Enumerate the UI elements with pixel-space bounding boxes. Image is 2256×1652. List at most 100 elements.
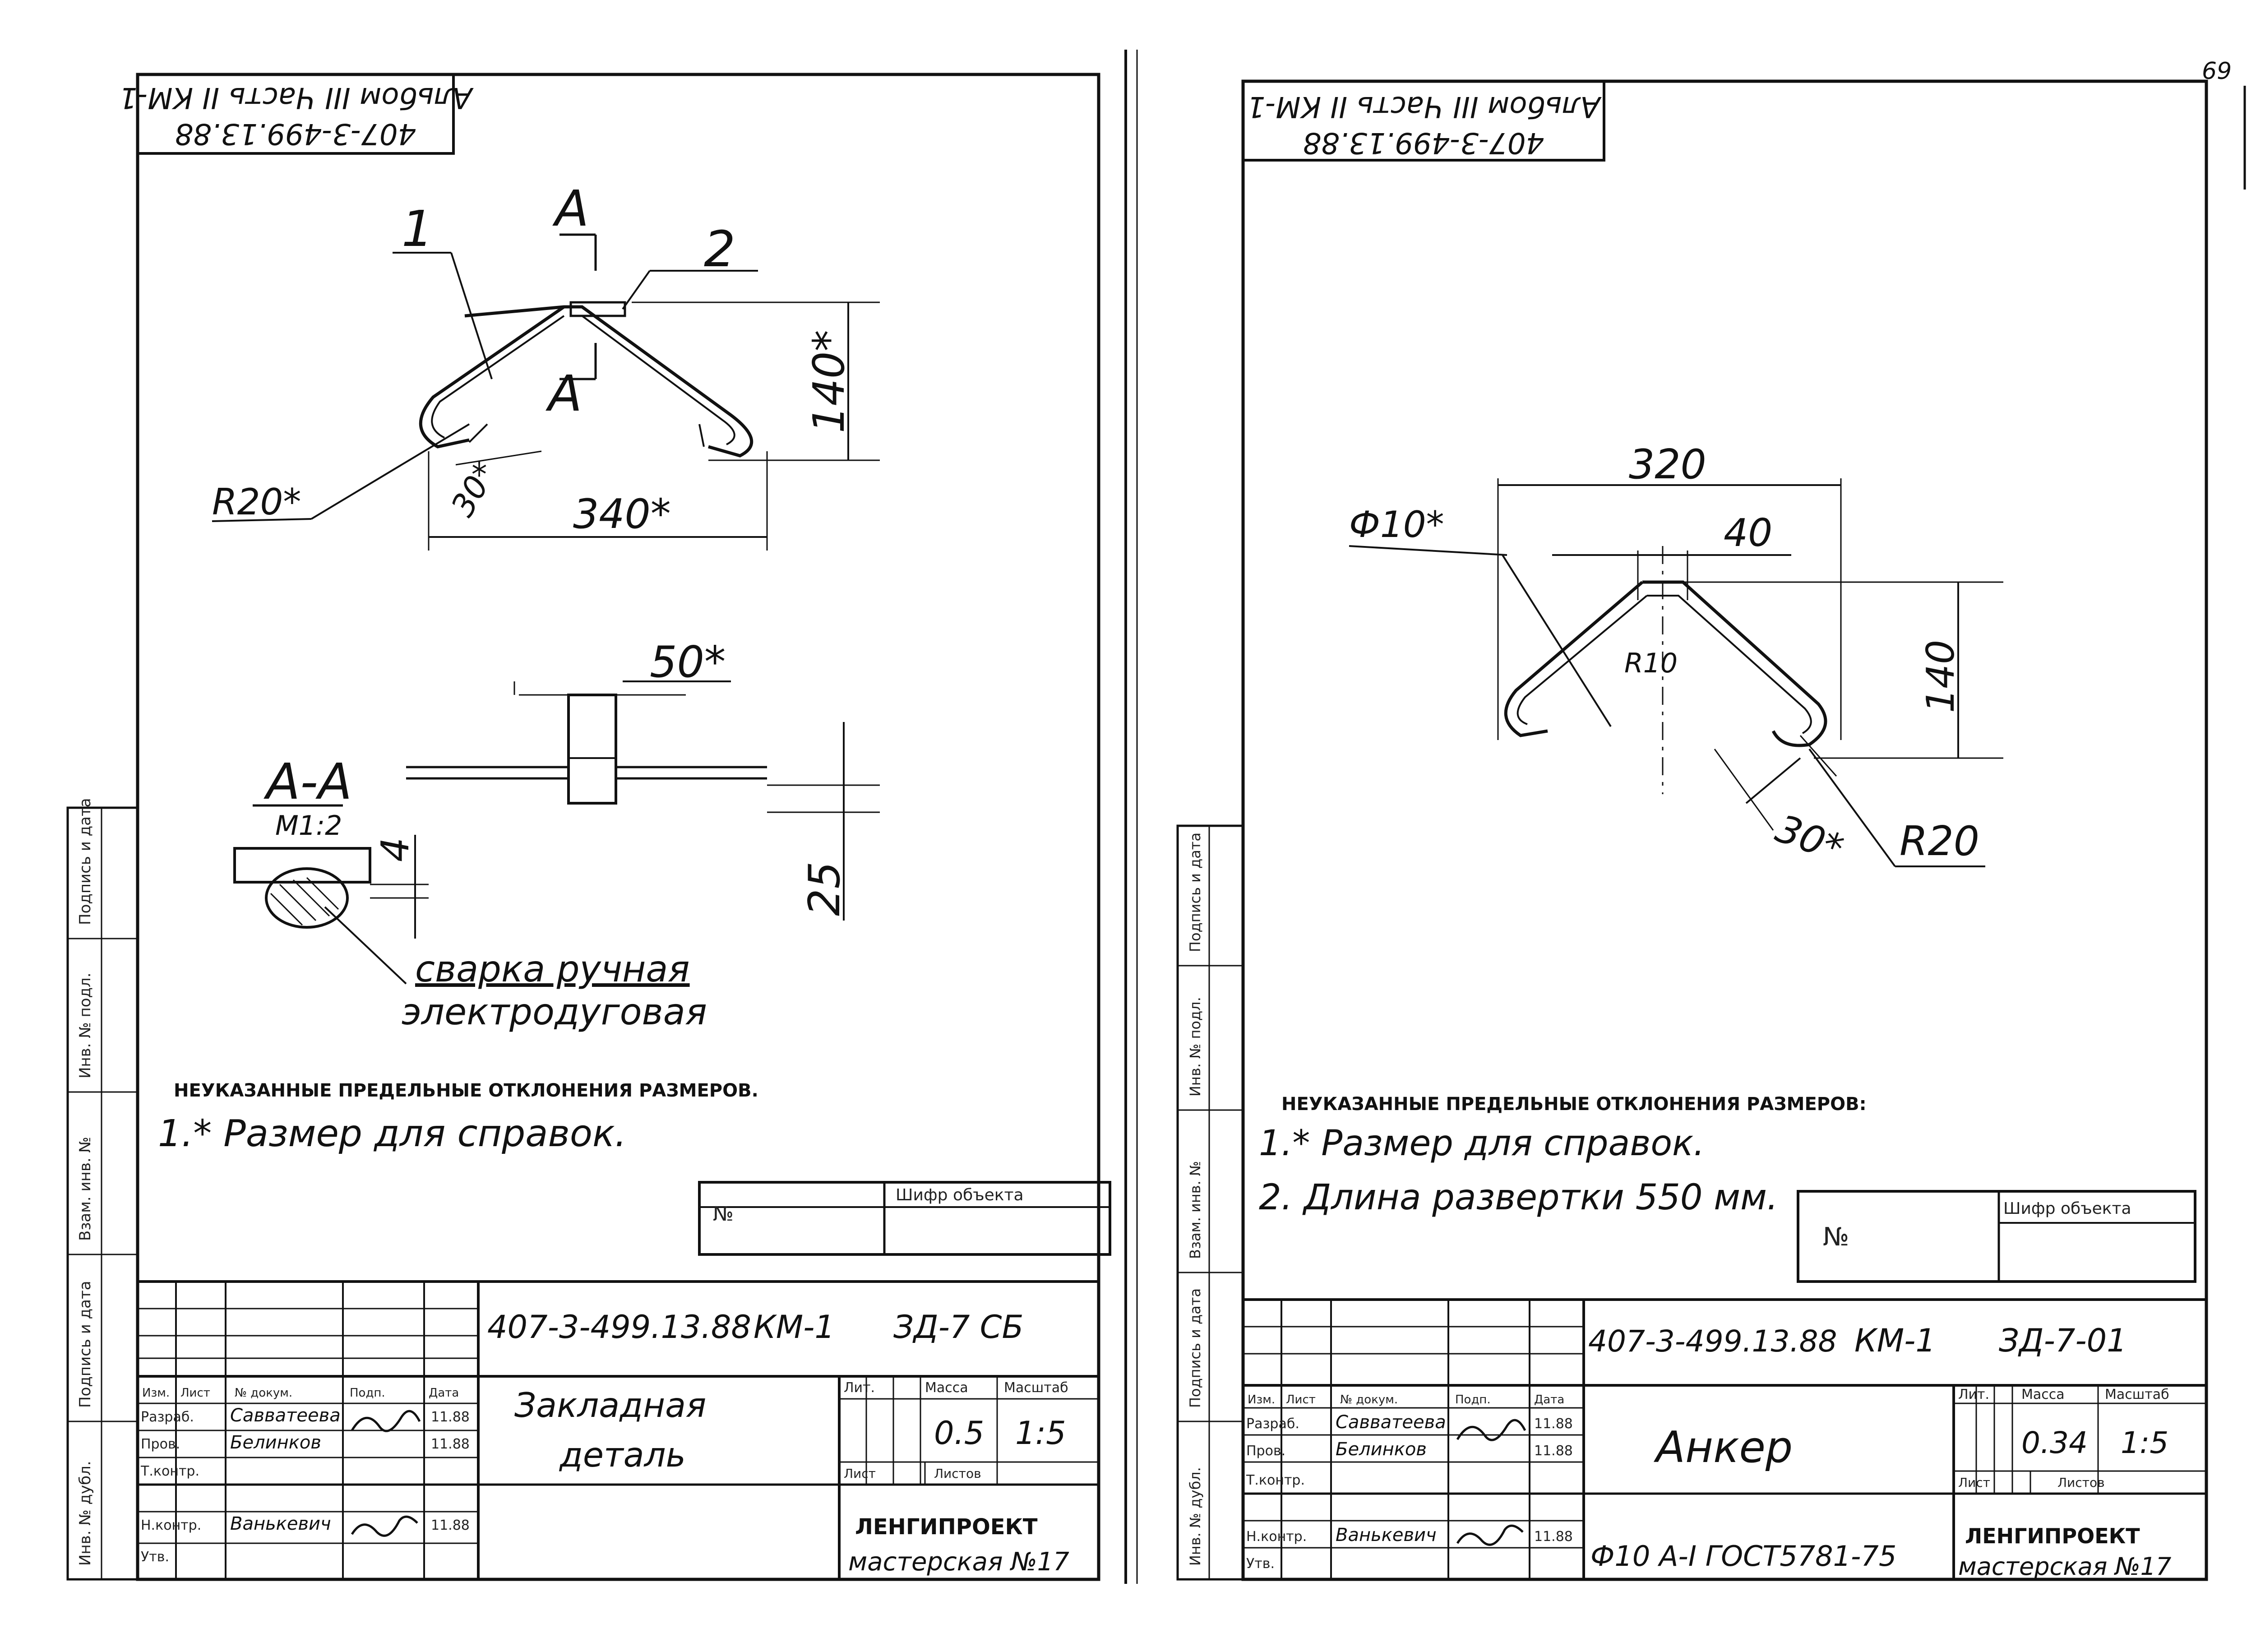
dim-25: 25 [800, 861, 850, 916]
position-1-label: 1 [402, 200, 433, 258]
right-binding-margin [1176, 824, 1244, 1581]
margin-label: Инв. № подл. [1187, 997, 1204, 1097]
signature-1 [1456, 1419, 1526, 1441]
row-name: Савватеева [230, 1405, 341, 1426]
dim-height: 140* [804, 330, 854, 433]
row-date: 11.88 [1534, 1416, 1573, 1432]
left-sheet: Подпись и дата Инв. № подл. Взам. инв. №… [66, 73, 1111, 1581]
note-1: 1.* Размер для справок. [1259, 1123, 1705, 1164]
designation: 407-3-499.13.88 [1588, 1324, 1837, 1359]
row-role: Разраб. [1246, 1416, 1299, 1432]
row-date: 11.88 [1534, 1443, 1573, 1459]
row-role: Утв. [1246, 1556, 1275, 1572]
title-block: 407-3-499.13.88 КМ-1 ЗД-7-01 Анкер Ф10 А… [1243, 1298, 2206, 1581]
section-a-a: А-А М1:2 4 сварка ручная электродуговая [233, 753, 707, 1033]
row-role: Пров. [1246, 1443, 1285, 1459]
margin-label: Инв. № дубл. [1187, 1467, 1204, 1566]
note-1: 1.* Размер для справок. [158, 1112, 627, 1155]
album-stamp-line1: Альбом III Часть II КМ-1 [1247, 90, 1602, 123]
col-mass: Масса [2021, 1387, 2065, 1402]
left-binding-margin [66, 806, 139, 1581]
row-date: 11.88 [431, 1518, 470, 1533]
row-name: Ванькевич [230, 1513, 331, 1534]
dim-30: 30* [1770, 806, 1849, 872]
position-2-label: 2 [704, 220, 735, 278]
object-number-label: № [713, 1203, 734, 1226]
notes-heading: НЕУКАЗАННЫЕ ПРЕДЕЛЬНЫЕ ОТКЛОНЕНИЯ РАЗМЕР… [174, 1080, 758, 1101]
row-date: 11.88 [1534, 1529, 1573, 1545]
row-role: Н.контр. [141, 1518, 201, 1533]
margin-label: Подпись и дата [1187, 833, 1204, 952]
dim-320: 320 [1629, 441, 1706, 488]
header-col: № докум. [1340, 1393, 1398, 1407]
set-code: КМ-1 [1854, 1322, 1936, 1359]
notes-heading: НЕУКАЗАННЫЕ ПРЕДЕЛЬНЫЕ ОТКЛОНЕНИЯ РАЗМЕР… [1281, 1094, 1867, 1115]
org-line1: ЛЕНГИПРОЕКТ [1965, 1524, 2140, 1548]
row-date: 11.88 [431, 1409, 470, 1425]
col-lit: Лит. [844, 1380, 875, 1396]
header-col: Изм. [1248, 1393, 1275, 1407]
right-sheet: 69 Подпись и дата Инв. № подл. Взам. инв… [1176, 58, 2246, 1581]
signature-2 [1456, 1524, 1524, 1546]
designation: 407-3-499.13.88 [487, 1309, 751, 1346]
dim-r10: R10 [1624, 648, 1678, 679]
object-number-label: № [1823, 1222, 1849, 1252]
weld-note-line1: сварка ручная [415, 948, 690, 990]
dim-40: 40 [1724, 511, 1772, 555]
scale-value: 1:5 [2121, 1425, 2168, 1460]
margin-label: Подпись и дата [1187, 1288, 1204, 1408]
album-stamp-box [136, 73, 455, 155]
scale-value: 1:5 [1015, 1415, 1066, 1452]
sheets-label: Листов [934, 1466, 981, 1481]
object-code-box [698, 1181, 1111, 1256]
sheet-code: ЗД-7-01 [1999, 1322, 2127, 1359]
row-role: Пров. [141, 1436, 180, 1452]
title-block: 407-3-499.13.88 КМ-1 ЗД-7 СБ Закладная д… [138, 1280, 1099, 1579]
section-title: А-А [264, 753, 352, 810]
embedded-detail-view: 1 2 А А 140* R20* 30* [212, 180, 880, 551]
margin-label: Инв. № дубл. [76, 1461, 94, 1566]
object-code-box [1797, 1190, 2196, 1283]
mass-value: 0.34 [2021, 1425, 2088, 1460]
album-stamp-line1: Альбом III Часть II КМ-1 [119, 81, 474, 114]
col-scale: Масштаб [2105, 1387, 2169, 1402]
album-stamp-line2: 407-3-499.13.88 [175, 117, 416, 150]
header-col: Лист [1286, 1393, 1316, 1407]
dim-140: 140 [1919, 640, 1963, 713]
dim-4: 4 [373, 838, 418, 862]
sheet-label: Лист [1958, 1475, 1990, 1490]
side-view: 25 50* [406, 638, 880, 921]
margin-label: Подпись и дата [76, 798, 94, 925]
weld-note-line2: электродуговая [402, 991, 707, 1033]
header-col: Дата [429, 1386, 459, 1400]
object-code-label: Шифр объекта [896, 1186, 1024, 1204]
title-line2: деталь [559, 1435, 686, 1475]
margin-label: Подпись и дата [76, 1281, 94, 1408]
section-scale: М1:2 [275, 810, 342, 842]
title: Анкер [1653, 1423, 1793, 1472]
row-role: Т.контр. [140, 1463, 199, 1479]
anchor-view: 320 40 Ф10* R10 140 30* R20 [1349, 441, 2003, 871]
header-col: Подп. [350, 1386, 385, 1400]
row-date: 11.88 [431, 1436, 470, 1452]
row-name: Белинков [1336, 1439, 1427, 1460]
row-role: Утв. [141, 1549, 169, 1565]
signature-1 [351, 1410, 421, 1432]
album-stamp-box [1242, 80, 1605, 162]
header-col: Дата [1534, 1393, 1564, 1407]
header-col: Изм. [142, 1386, 170, 1400]
dim-30: 30* [444, 456, 504, 523]
org-line1: ЛЕНГИПРОЕКТ [855, 1514, 1038, 1540]
dim-r20: R20 [1900, 818, 1979, 865]
note-2: 2. Длина развертки 550 мм. [1259, 1177, 1778, 1218]
sheets-label: Листов [2057, 1475, 2105, 1490]
signature-2 [351, 1515, 418, 1537]
mass-value: 0.5 [934, 1415, 984, 1452]
header-col: Лист [180, 1386, 210, 1400]
row-name: Савватеева [1336, 1412, 1446, 1433]
col-mass: Масса [925, 1380, 968, 1396]
margin-label: Взам. инв. № [1187, 1161, 1204, 1259]
album-stamp-line2: 407-3-499.13.88 [1303, 126, 1544, 159]
row-name: Ванькевич [1336, 1525, 1437, 1546]
